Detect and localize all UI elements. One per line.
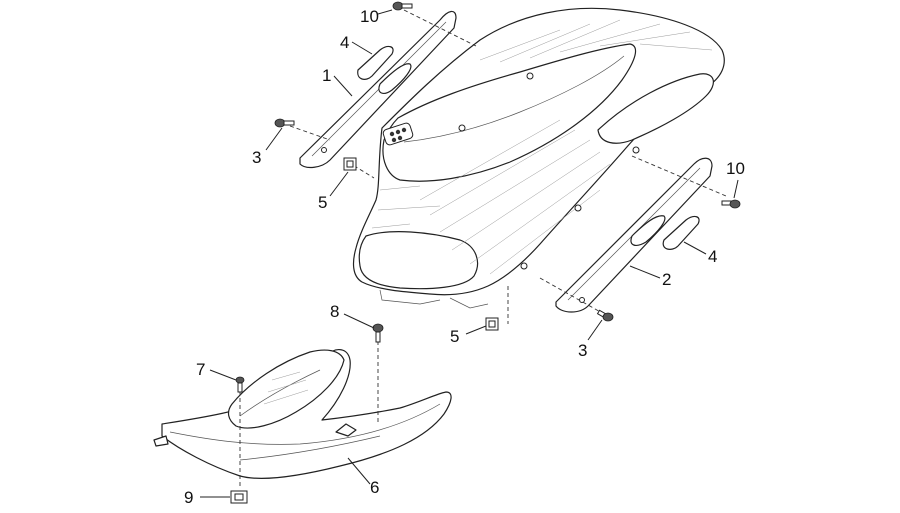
leader-lines (200, 9, 739, 498)
right-side-panel (555, 157, 713, 313)
callout-2: 2 (662, 270, 671, 289)
callout-5-right: 5 (450, 327, 459, 346)
clip-5-right (485, 317, 499, 331)
callout-6: 6 (370, 478, 379, 497)
rear-body-cover (352, 7, 725, 309)
left-side-panel (299, 10, 457, 169)
callout-9: 9 (184, 488, 193, 507)
fastener-3-left (274, 118, 295, 128)
callout-4-left: 4 (340, 33, 349, 52)
body-hatching (371, 19, 713, 275)
callout-labels: 10 4 1 3 5 10 4 2 3 5 8 7 6 9 (184, 7, 745, 507)
assembly-lines (239, 9, 727, 486)
left-emblem (357, 45, 394, 80)
fastener-7 (235, 376, 245, 393)
callout-3-right: 3 (578, 341, 587, 360)
callout-8: 8 (330, 302, 339, 321)
callout-5-left: 5 (318, 193, 327, 212)
fastener-3-right (596, 309, 614, 322)
fastener-10-top (392, 1, 413, 11)
callout-10-top: 10 (360, 7, 379, 26)
fastener-10-right (721, 199, 741, 209)
right-emblem (662, 215, 700, 250)
callout-4-right: 4 (708, 247, 717, 266)
callout-10-right: 10 (726, 159, 745, 178)
callout-7: 7 (196, 360, 205, 379)
clip-9 (230, 490, 248, 504)
callout-3-left: 3 (252, 148, 261, 167)
lower-floor-panel (153, 349, 452, 479)
fastener-8 (372, 323, 384, 343)
light-module (382, 122, 414, 146)
callout-1: 1 (322, 66, 331, 85)
clip-5-left (343, 157, 357, 171)
